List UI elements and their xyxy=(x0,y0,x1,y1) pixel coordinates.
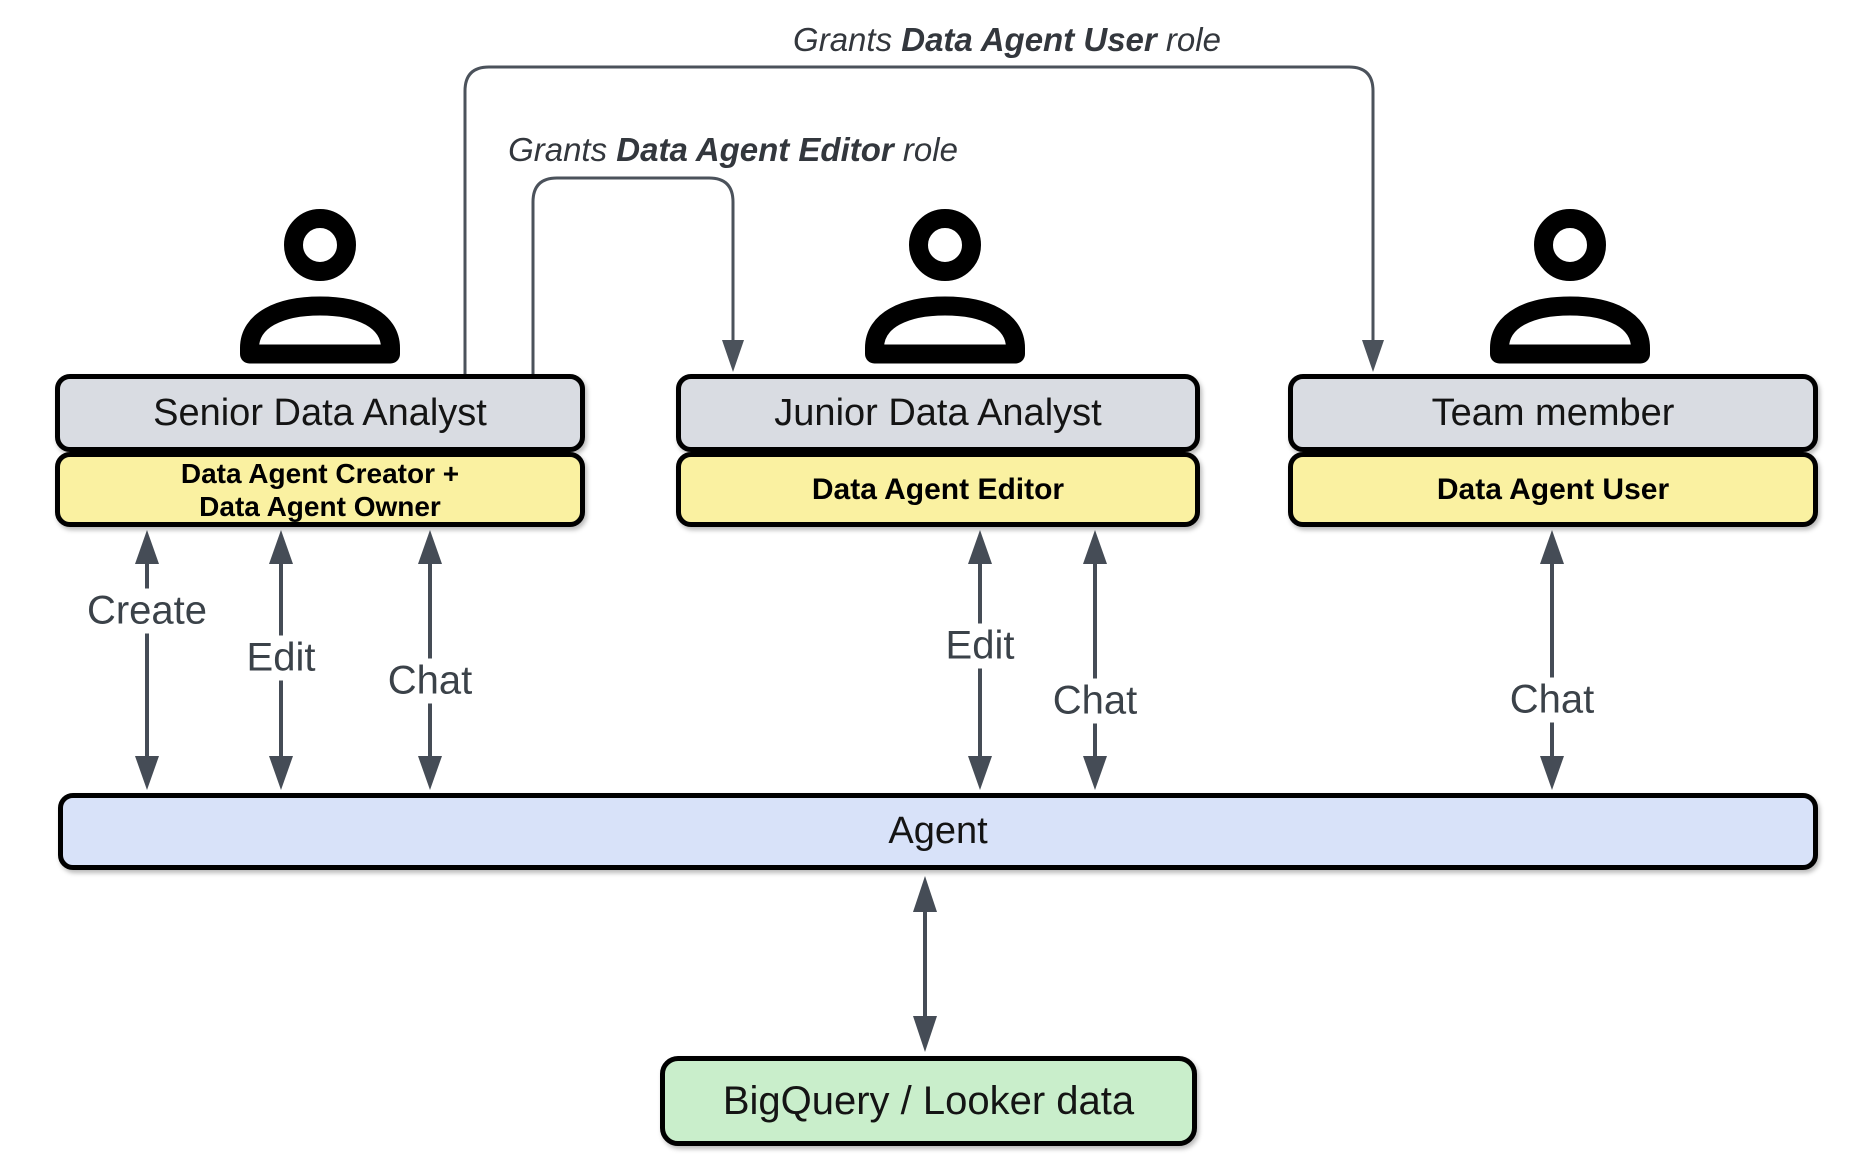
chat-label-senior: Chat xyxy=(378,658,482,704)
bigquery-looker-data-box: BigQuery / Looker data xyxy=(660,1056,1197,1146)
create-arrow-senior xyxy=(135,530,159,790)
agent-box: Agent xyxy=(58,793,1818,870)
grant-user-label-role: Data Agent User xyxy=(901,21,1157,58)
grant-editor-label-suffix: role xyxy=(893,131,958,168)
bigquery-looker-data-label: BigQuery / Looker data xyxy=(722,1078,1135,1123)
junior-data-analyst-title: Junior Data Analyst xyxy=(774,391,1102,434)
person-icon xyxy=(865,209,1025,364)
senior-data-analyst-box: Senior Data Analyst xyxy=(55,374,585,452)
person-icon xyxy=(1490,209,1650,364)
edit-label-junior: Edit xyxy=(936,623,1024,669)
senior-data-analyst-title: Senior Data Analyst xyxy=(153,391,487,434)
team-member-role-label: Data Agent User xyxy=(1436,473,1670,506)
grant-user-label-prefix: Grants xyxy=(793,21,902,58)
agent-label: Agent xyxy=(888,810,988,852)
grant-editor-label: Grants Data Agent Editor role xyxy=(508,131,958,169)
grant-editor-label-role: Data Agent Editor xyxy=(616,131,894,168)
create-label: Create xyxy=(77,588,217,634)
grant-editor-label-prefix: Grants xyxy=(508,131,617,168)
person-icon xyxy=(240,209,400,364)
chat-label-team-member: Chat xyxy=(1500,677,1604,723)
junior-data-analyst-box: Junior Data Analyst xyxy=(676,374,1200,452)
grant-user-connector xyxy=(463,65,1375,374)
grant-editor-arrowhead-icon xyxy=(722,340,744,372)
grant-editor-connector xyxy=(531,176,735,374)
junior-role-box: Data Agent Editor xyxy=(676,452,1200,527)
grant-user-label: Grants Data Agent User role xyxy=(793,21,1221,59)
team-member-title: Team member xyxy=(1431,391,1675,434)
grant-user-arrowhead-icon xyxy=(1362,340,1384,372)
chat-arrow-team-member xyxy=(1540,530,1564,790)
edit-label-senior: Edit xyxy=(237,635,325,681)
senior-role-label: Data Agent Creator + Data Agent Owner xyxy=(180,457,460,522)
grant-user-label-suffix: role xyxy=(1156,21,1221,58)
team-member-role-box: Data Agent User xyxy=(1288,452,1818,527)
chat-label-junior: Chat xyxy=(1043,678,1147,724)
senior-role-box: Data Agent Creator + Data Agent Owner xyxy=(55,452,585,527)
chat-arrow-junior xyxy=(1083,530,1107,790)
team-member-box: Team member xyxy=(1288,374,1818,452)
junior-role-label: Data Agent Editor xyxy=(811,473,1065,506)
agent-datastore-arrow xyxy=(913,876,937,1052)
